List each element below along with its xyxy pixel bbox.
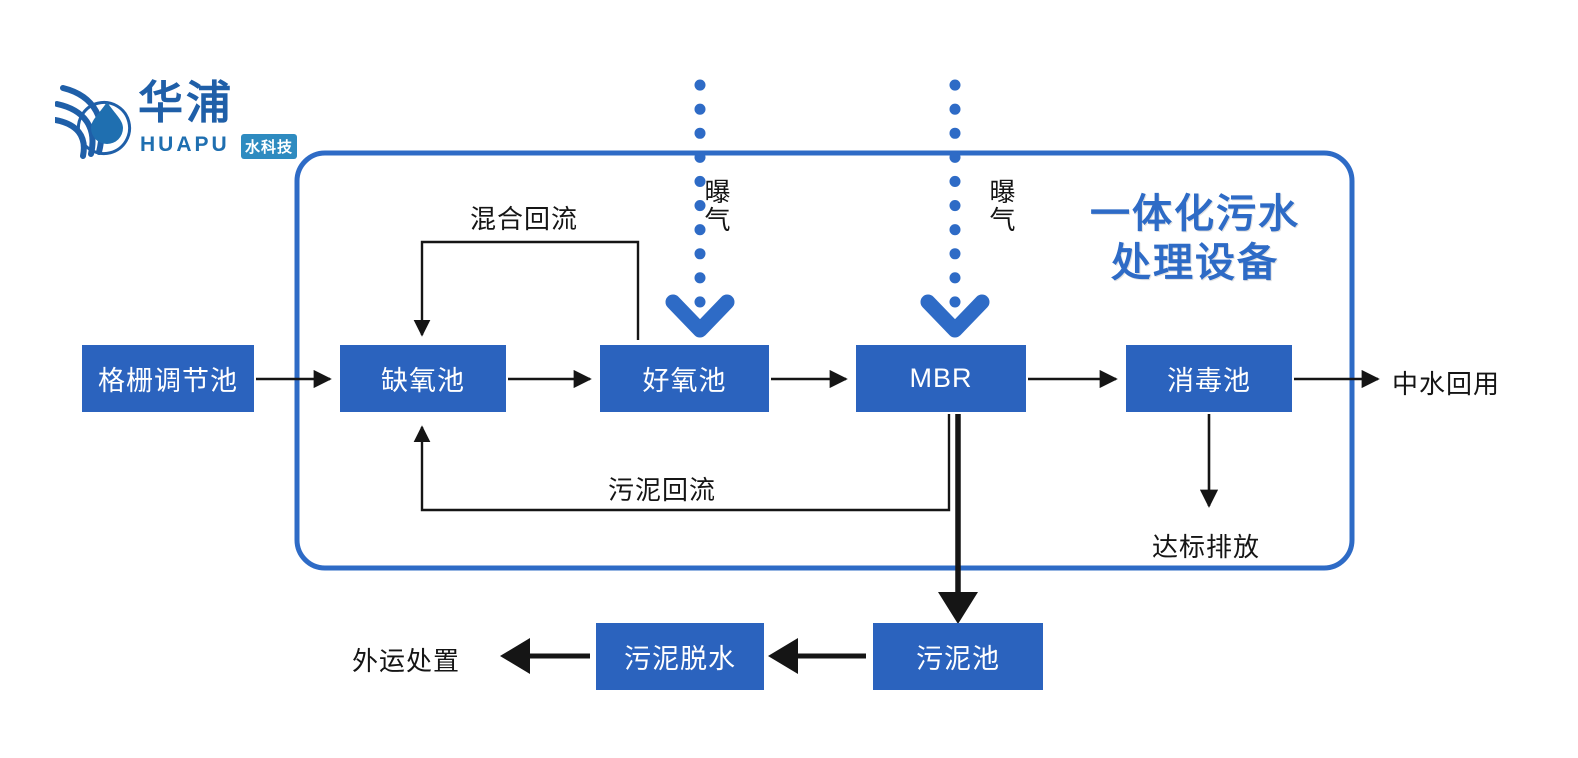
process-box-mbr-tank[interactable]: MBR bbox=[856, 345, 1026, 412]
process-box-label: 缺氧池 bbox=[381, 366, 465, 396]
brand-name-cn: 华浦 bbox=[138, 77, 235, 128]
aeration-arrowhead-mbr bbox=[920, 294, 990, 338]
label-reclaimed-water: 中水回用 bbox=[1392, 369, 1501, 399]
arrowhead-sludge-tank-to-dewater bbox=[768, 638, 798, 674]
process-box-grit-tank[interactable]: 格栅调节池 bbox=[82, 345, 254, 412]
label-compliant-discharge: 达标排放 bbox=[1152, 532, 1261, 562]
water-drop-wave-logo-icon bbox=[52, 85, 132, 159]
process-box-label: 消毒池 bbox=[1167, 366, 1251, 396]
process-box-label: 格栅调节池 bbox=[98, 366, 238, 396]
label-mixed-reflux: 混合回流 bbox=[470, 204, 579, 234]
brand-name-en: HUAPU bbox=[140, 133, 230, 156]
process-box-label: 好氧池 bbox=[642, 366, 727, 396]
label-sludge-reflux: 污泥回流 bbox=[608, 475, 717, 505]
brand-logo: 华浦 HUAPU 水科技 bbox=[52, 77, 298, 170]
integrated-equipment-title-line1: 一体化污水 bbox=[1090, 192, 1300, 236]
label-aeration-mbr: 曝气 bbox=[986, 178, 1016, 234]
process-box-anoxic-tank[interactable]: 缺氧池 bbox=[340, 345, 506, 412]
integrated-equipment-title-line2: 处理设备 bbox=[1111, 240, 1279, 285]
arrow-mixed-reflux bbox=[413, 240, 640, 340]
arrowhead-dewater-to-disposal bbox=[500, 638, 530, 674]
process-box-sludge-dewater[interactable]: 污泥脱水 bbox=[596, 623, 764, 690]
label-aeration-aerobic: 曝气 bbox=[701, 178, 731, 234]
integrated-equipment-title: 一体化污水 处理设备 bbox=[1090, 190, 1300, 288]
arrowhead-mbr-to-sludge-tank bbox=[938, 592, 978, 624]
label-offsite-disposal: 外运处置 bbox=[352, 646, 461, 676]
process-box-aerobic-tank[interactable]: 好氧池 bbox=[600, 345, 769, 412]
process-box-disinfection-tank[interactable]: 消毒池 bbox=[1126, 345, 1292, 412]
process-box-label: MBR bbox=[909, 363, 973, 393]
process-box-label: 污泥脱水 bbox=[624, 644, 736, 674]
process-box-sludge-tank[interactable]: 污泥池 bbox=[873, 623, 1043, 690]
brand-tagline: 水科技 bbox=[241, 134, 298, 159]
aeration-arrowhead-aerobic bbox=[665, 294, 735, 338]
process-box-label: 污泥池 bbox=[916, 644, 1000, 674]
